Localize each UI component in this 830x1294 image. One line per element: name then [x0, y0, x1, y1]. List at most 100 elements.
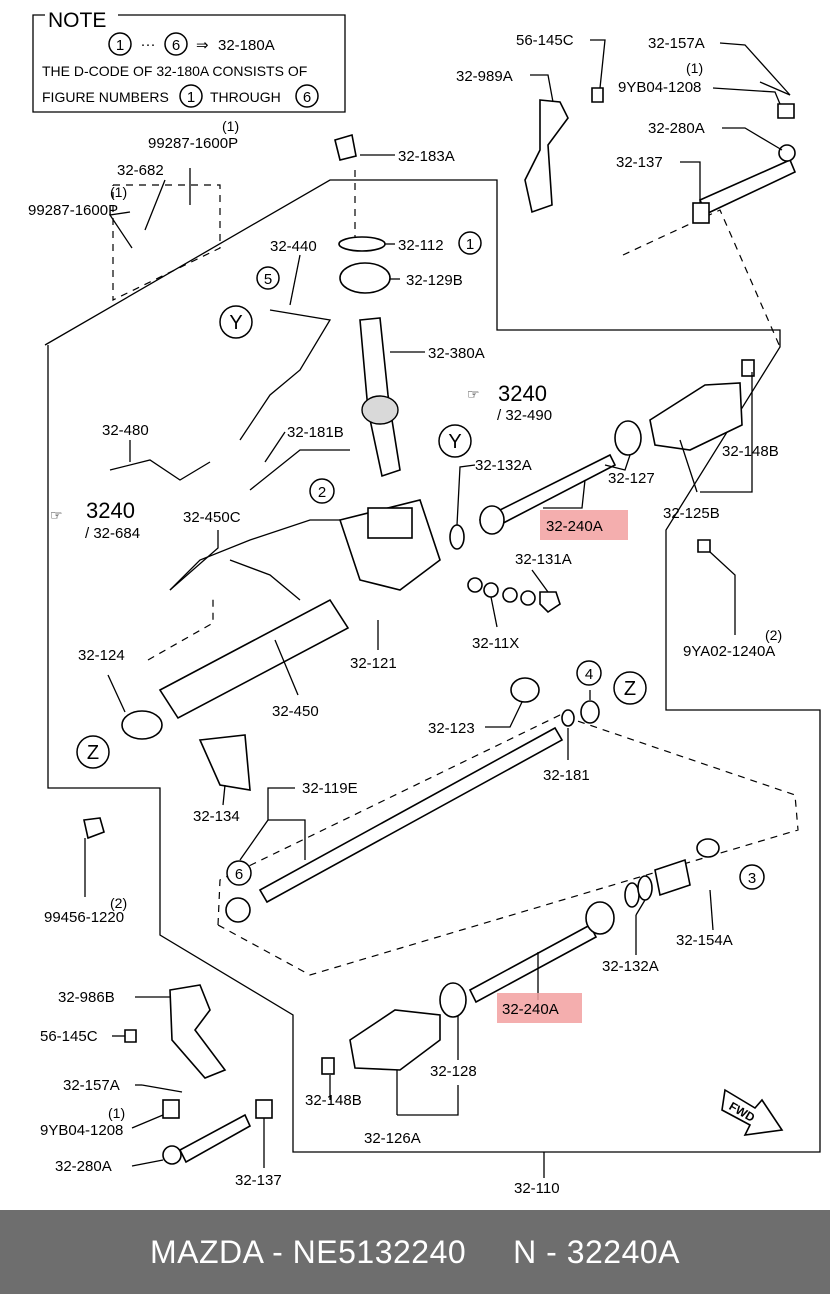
inner-joint-top	[479, 505, 505, 535]
label-32-986b: 32-986B	[58, 989, 115, 1006]
label-32-124: 32-124	[78, 647, 125, 664]
castle-nut-bottom	[162, 1099, 180, 1119]
label-32-127: 32-127	[608, 470, 655, 487]
bracket-bottom	[169, 984, 227, 1079]
note-circle-end	[164, 32, 188, 56]
parts	[83, 81, 797, 1165]
seal-32-11x-4	[520, 590, 536, 606]
label-32-682: 32-682	[117, 162, 164, 179]
cotter-pin-top	[759, 81, 791, 96]
bolt-top	[591, 87, 604, 103]
note-circle-3a	[179, 84, 203, 108]
tie-rod-ball-top	[778, 144, 796, 162]
label-32-123: 32-123	[428, 720, 475, 737]
label-32-380a: 32-380A	[428, 345, 485, 362]
plug-32-123	[510, 677, 540, 703]
bracket-32-183a	[334, 133, 357, 161]
label-32-157a-top: 32-157A	[648, 35, 705, 52]
label-32-132a-bottom: 32-132A	[602, 958, 659, 975]
label-32-137-bottom: 32-137	[235, 1172, 282, 1189]
label-32-131a: 32-131A	[515, 551, 572, 568]
label-32-181b: 32-181B	[287, 424, 344, 441]
nut-32-131a	[539, 591, 561, 614]
ref-3240-left: 3240	[86, 498, 135, 523]
hand-pointer-icon: ☞	[467, 386, 480, 402]
label-32-480: 32-480	[102, 422, 149, 439]
arrow-icon: ⇒	[196, 37, 209, 54]
label-32-280a-top: 32-280A	[648, 120, 705, 137]
seal-32-112	[338, 236, 386, 252]
label-9ya02-1240a: 9YA02-1240A	[683, 643, 775, 660]
label-32-240a-top: 32-240A	[546, 518, 603, 535]
label-32-450c: 32-450C	[183, 509, 241, 526]
label-32-128: 32-128	[430, 1063, 477, 1080]
ref-32-490: / 32-490	[497, 407, 552, 424]
qty-99287-a: (1)	[222, 118, 239, 134]
seal-32-11x-3	[502, 587, 518, 603]
part-labels: 56-145C 32-157A 32-989A (1) 9YB04-1208 3…	[28, 32, 784, 1197]
circle-4-text: 4	[585, 666, 593, 683]
bracket-top	[524, 99, 569, 214]
ref-32-684: / 32-684	[85, 525, 140, 542]
note-box: NOTE 1 ··· 6 ⇒ 32-180A THE D-CODE OF 32-…	[32, 9, 346, 113]
valve-housing	[367, 507, 413, 539]
circle-y-right	[438, 424, 472, 458]
ring-3	[696, 838, 720, 858]
label-32-134: 32-134	[193, 808, 240, 825]
steering-gear-exploded-diagram: NOTE 1 ··· 6 ⇒ 32-180A THE D-CODE OF 32-…	[28, 9, 821, 1197]
pipe-32-450	[229, 559, 301, 601]
tie-rod-bottom	[468, 923, 598, 1004]
bushing-32-154a	[654, 858, 691, 897]
qty-99456: (2)	[110, 895, 127, 911]
circle-3-text: 3	[748, 870, 756, 887]
note-circle-start	[108, 32, 132, 56]
pipe-32-181b	[249, 449, 350, 491]
tie-rod-end-bottom	[178, 1113, 252, 1164]
circle-6-text: 6	[235, 866, 243, 883]
circle-y-left-text: Y	[229, 312, 242, 334]
seal-32-132a-top	[449, 524, 465, 550]
circle-z-right-text: Z	[624, 678, 636, 700]
label-32-110: 32-110	[514, 1180, 560, 1197]
note-heading: NOTE	[48, 9, 106, 32]
label-9yb04-1208-bottom: 9YB04-1208	[40, 1122, 123, 1139]
pinion-gear	[361, 395, 399, 425]
note-ref-end: 6	[172, 37, 180, 54]
label-32-129b: 32-129B	[406, 272, 463, 289]
bushing-6	[225, 897, 251, 923]
circle-1-32-112	[458, 231, 482, 255]
highlight-32-240a-top	[540, 510, 628, 540]
leader-lines	[84, 39, 791, 1178]
qty-9ya02: (2)	[765, 627, 782, 643]
pipe-32-450c	[169, 519, 340, 591]
note-line3-end: 6	[303, 89, 311, 106]
bushing-32-124	[121, 710, 163, 740]
footer-bar: MAZDA - NE5132240 N - 32240A	[0, 1210, 830, 1294]
ring-4	[580, 700, 600, 724]
tie-rod-ball-bottom	[162, 1145, 182, 1165]
fwd-arrow-icon: FWD	[721, 1088, 784, 1136]
circle-z-right	[613, 671, 647, 705]
label-32-450: 32-450	[272, 703, 319, 720]
ref-3240-top: 3240	[498, 381, 547, 406]
seal-32-132a-bot-2	[637, 875, 653, 901]
inner-joint-bottom	[585, 901, 615, 935]
circle-3	[739, 864, 765, 890]
assembly-outline	[44, 170, 821, 1153]
label-32-125b: 32-125B	[663, 505, 720, 522]
label-32-148b-bottom: 32-148B	[305, 1092, 362, 1109]
note-line3-start: 1	[187, 89, 195, 106]
qty-99287-b: (1)	[110, 184, 127, 200]
label-32-11x: 32-11X	[472, 635, 519, 652]
pipe-32-480	[109, 459, 211, 481]
clamp-32-128	[439, 982, 467, 1018]
pipe-32-440	[239, 309, 332, 441]
label-56-145c-top: 56-145C	[516, 32, 574, 49]
qty-9yb04-top: (1)	[686, 60, 703, 76]
seal-32-132a-bot-1	[624, 882, 640, 908]
circle-y-right-text: Y	[448, 431, 461, 453]
tie-rod-end-top	[698, 158, 797, 216]
label-9yb04-1208-top: 9YB04-1208	[618, 79, 701, 96]
label-32-280a-bottom: 32-280A	[55, 1158, 112, 1175]
castle-nut-top	[777, 103, 795, 119]
